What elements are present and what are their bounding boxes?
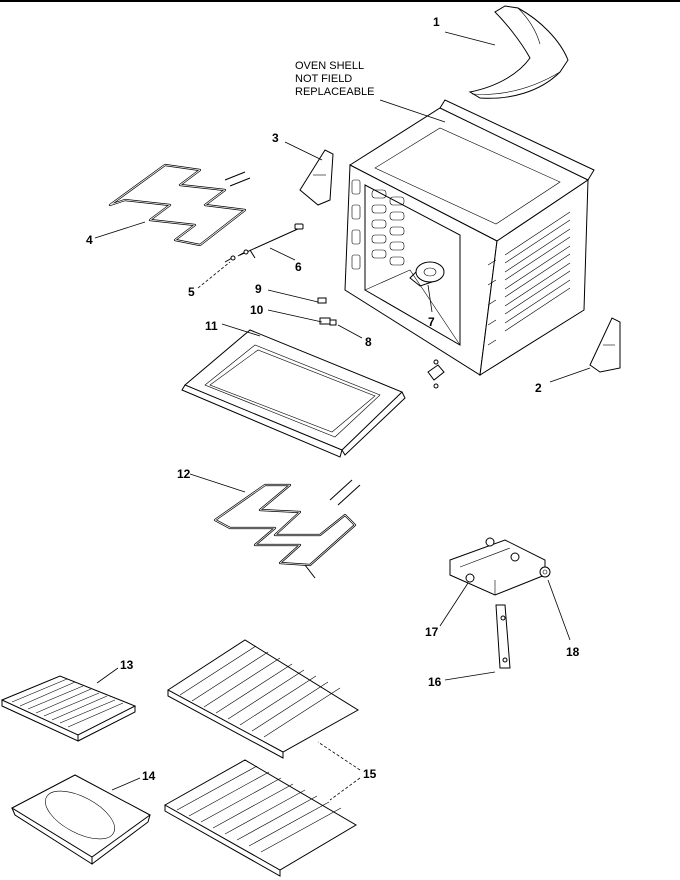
part-6-sensor <box>239 223 304 259</box>
callout-10: 10 <box>250 303 264 317</box>
callout-3: 3 <box>272 131 279 145</box>
callout-16: 16 <box>428 675 442 689</box>
part-17-terminal-block <box>449 537 546 596</box>
leader-lines <box>94 31 591 801</box>
callout-4: 4 <box>86 233 93 247</box>
callout-5: 5 <box>188 285 195 299</box>
note-line-3: REPLACEABLE <box>295 86 374 98</box>
part-1-top-trim <box>468 5 569 99</box>
part-2-bracket <box>589 317 621 373</box>
callout-9: 9 <box>255 282 262 296</box>
callout-8: 8 <box>365 335 372 349</box>
callout-12: 12 <box>177 467 191 481</box>
callout-2: 2 <box>535 381 542 395</box>
part-7-fan-motor <box>409 261 445 287</box>
part-14-broiler-pan <box>10 774 151 865</box>
callout-6: 6 <box>295 260 302 274</box>
part-13-broiler-grid <box>0 675 137 742</box>
part-12-bake-element <box>213 479 361 579</box>
shell-clip <box>427 359 445 389</box>
callout-11: 11 <box>205 319 218 333</box>
part-5-screws <box>224 249 249 263</box>
part-4-broil-element <box>108 163 251 247</box>
top-border-rule <box>0 0 680 2</box>
note-line-2: NOT FIELD <box>295 73 352 85</box>
callout-17: 17 <box>425 625 439 639</box>
part-3-bracket <box>299 149 334 206</box>
part-11-door-panel <box>181 329 406 458</box>
part-9-10-8-hardware <box>317 297 337 326</box>
note-line-1: OVEN SHELL <box>295 60 364 72</box>
part-15-rack-lower <box>163 759 357 877</box>
callout-14: 14 <box>142 769 156 783</box>
part-15-rack-upper <box>167 639 359 759</box>
callout-1: 1 <box>433 15 440 29</box>
callout-18: 18 <box>566 645 580 659</box>
oven-shell <box>344 99 595 376</box>
callout-7: 7 <box>428 315 435 329</box>
callout-15: 15 <box>363 767 377 781</box>
part-18-nut <box>539 566 551 578</box>
part-16-mounting-strap <box>495 604 511 669</box>
callout-13: 13 <box>120 658 134 672</box>
